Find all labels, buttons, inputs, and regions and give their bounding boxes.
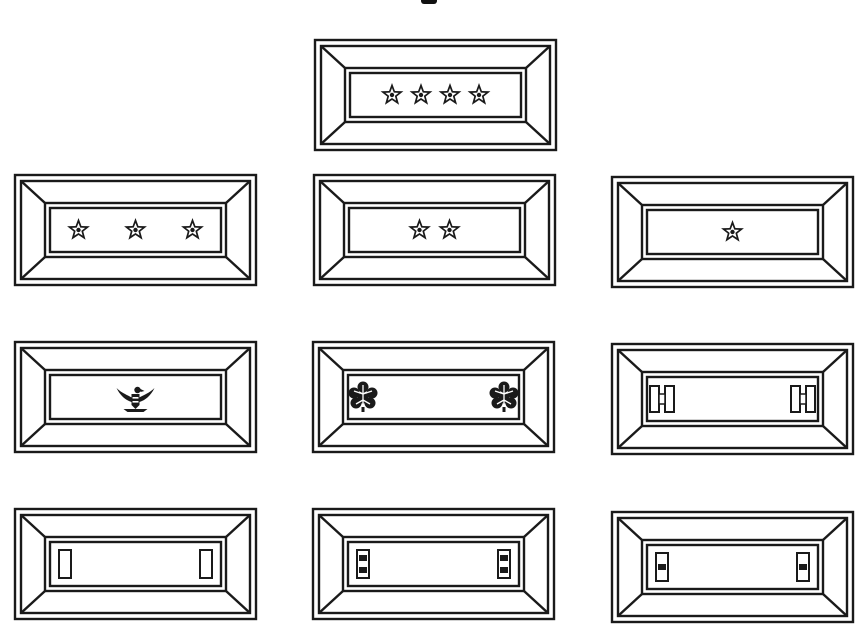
strap-frame [313,342,554,452]
strap-first-lieutenant [13,507,258,621]
strap-lieutenant-colonel [311,340,556,454]
bar-icon [656,553,668,581]
strap-general [313,38,558,152]
bar-icon [797,553,809,581]
strap-frame [15,509,256,619]
strap-frame [612,512,853,622]
strap-major-general [312,173,557,287]
bar-icon [357,550,369,578]
strap-frame [313,509,554,619]
strap-lieutenant-general [13,173,258,287]
top-edge-mark [421,0,437,4]
strap-frame [315,40,556,150]
bar-icon [59,550,71,578]
strap-captain [610,342,855,456]
bar-icon [498,550,510,578]
strap-colonel [13,340,258,454]
strap-frame [612,344,853,454]
strap-second-lieutenant [311,507,556,621]
bar-icon [200,550,212,578]
strap-frame [314,175,555,285]
strap-warrant-officer [610,510,855,624]
strap-brigadier-general [610,175,855,289]
